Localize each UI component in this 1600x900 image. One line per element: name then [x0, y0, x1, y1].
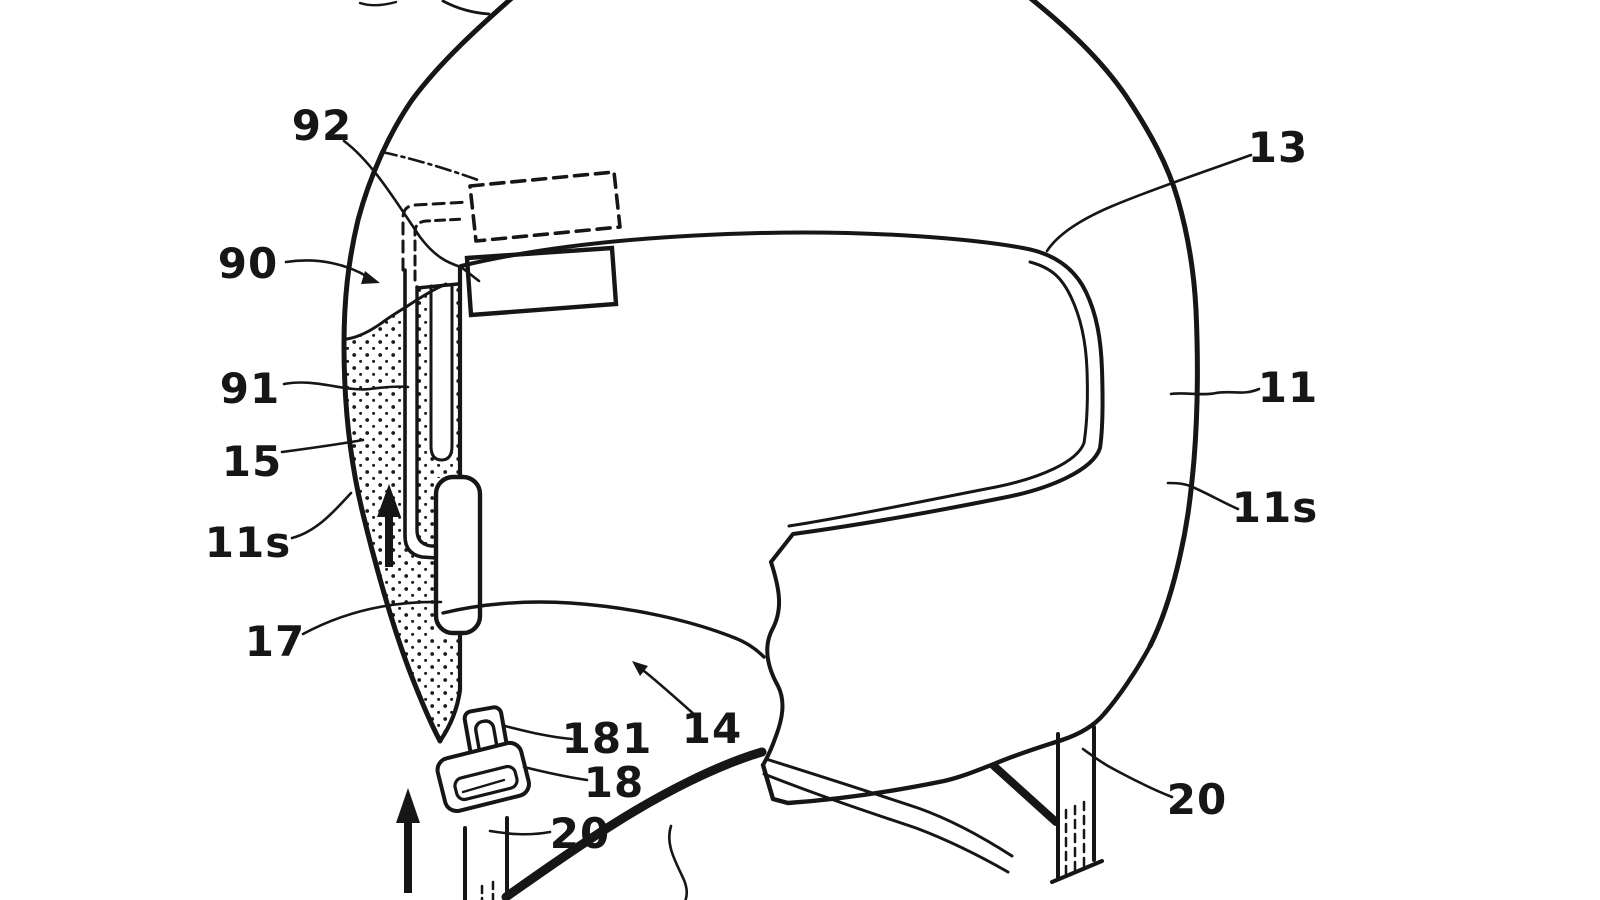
top-edge-remnant-small: [358, 0, 398, 7]
leader-90: [284, 259, 370, 279]
ref-label-90: 90: [218, 239, 278, 288]
leader-14: [642, 669, 698, 718]
ref-label-92: 92: [292, 101, 352, 150]
ref-label-17: 17: [245, 617, 305, 666]
duct-channel-wall: [429, 284, 454, 462]
ref-label-18: 18: [584, 758, 644, 807]
leader-11: [1169, 387, 1261, 396]
shell-crown-right-edge: [1028, 0, 1200, 649]
visor-opening-outer-edge: [769, 246, 1105, 564]
leader-15: [280, 438, 365, 454]
strap-band-upper: [764, 757, 1014, 858]
duct-top-edge: [415, 282, 460, 290]
face-opening-lower-edge: [441, 600, 766, 659]
chain-line: [380, 150, 480, 182]
visor-edge-inner: [787, 260, 1089, 528]
leader-17: [301, 600, 443, 636]
leader-90-arrowhead: [361, 271, 380, 284]
face-opening-top-edge: [459, 230, 1025, 268]
hidden-duct-dashed-outer: [401, 200, 470, 272]
ref-label-13: 13: [1248, 123, 1308, 172]
leader-11s-right: [1166, 481, 1240, 511]
ref-label-11: 11: [1258, 363, 1318, 412]
leader-91: [282, 381, 410, 391]
leader-92: [342, 139, 481, 283]
shell-left-edge: [341, 0, 514, 744]
ref-label-14: 14: [682, 704, 742, 753]
duct-right-wall: [437, 264, 463, 744]
leader-14-arrowhead: [632, 661, 648, 676]
leader-13: [1045, 153, 1253, 253]
ref-label-11s-right: 11s: [1232, 483, 1318, 532]
leader-11s-left: [290, 491, 353, 540]
leader-20-right: [1081, 747, 1174, 799]
rear-strap: [1050, 725, 1104, 884]
chin-strap-thick: [501, 747, 767, 900]
leader-bottom-cutoff: [668, 824, 689, 900]
stipple-crescent-padding: [344, 307, 458, 741]
strap-band-lower: [762, 772, 1010, 874]
shell-rear-bottom-edge: [760, 643, 1153, 806]
air-gap-outer-wall: [403, 268, 439, 560]
shell-inner-boundary-line: [345, 282, 448, 341]
leader-20-left: [488, 829, 552, 836]
ref-label-11s-left: 11s: [205, 518, 291, 567]
ref-label-20-right: 20: [1167, 775, 1227, 824]
air-gap-inner-wall: [415, 285, 439, 548]
leader-181: [503, 724, 574, 741]
left-strap: [463, 816, 509, 900]
hidden-duct-dashed-inner: [413, 217, 467, 282]
chin-bar-front-edge: [761, 560, 785, 767]
ref-label-20-left: 20: [550, 809, 610, 858]
leader-18: [522, 765, 589, 782]
airflow-arrow-duct: [377, 484, 401, 567]
top-edge-remnant-arc: [441, 0, 491, 16]
buckle-body-18: [435, 740, 531, 814]
vent-outlet-pill-17: [433, 474, 483, 636]
ref-label-181: 181: [562, 714, 653, 763]
vent-inlet-rect: [464, 245, 619, 318]
airflow-arrow-strap: [396, 788, 420, 893]
ref-label-91: 91: [220, 364, 280, 413]
ref-label-15: 15: [222, 437, 282, 486]
strap-diagonal-thick: [990, 762, 1060, 826]
duct-channel-white: [431, 284, 452, 460]
hidden-inlet-dashed-rect: [468, 170, 622, 243]
